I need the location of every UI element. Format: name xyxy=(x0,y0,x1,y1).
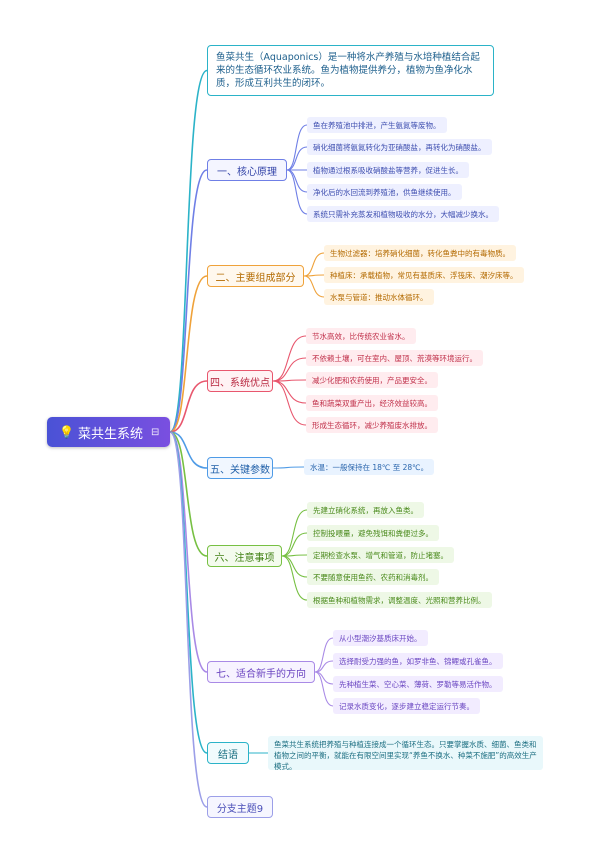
leaf-core-1[interactable]: 鱼在养殖池中排泄，产生氨氮等废物。 xyxy=(307,117,447,133)
connector-leaf-precautions-1 xyxy=(281,509,308,557)
connector-branch-topic-9 xyxy=(169,431,208,808)
leaf-beginner-2[interactable]: 选择耐受力强的鱼，如罗非鱼、锦鲤或孔雀鱼。 xyxy=(333,653,503,669)
connector-branch-advantages xyxy=(169,380,208,433)
connector-leaf-advantages-4 xyxy=(272,380,307,404)
connector-leaf-advantages-2 xyxy=(272,357,307,382)
branch-components[interactable]: 二、主要组成部分 xyxy=(207,265,304,287)
leaf-advantages-2[interactable]: 不依赖土壤，可在室内、屋顶、荒漠等环境运行。 xyxy=(306,350,483,366)
connector-leaf-beginner-1 xyxy=(314,637,334,673)
connector-branch-conclusion xyxy=(169,431,208,754)
leaf-precautions-2[interactable]: 控制投喂量，避免残饵和粪便过多。 xyxy=(307,525,439,541)
leaf-components-3[interactable]: 水泵与管道：推动水体循环。 xyxy=(324,289,434,305)
root-topic[interactable]: 💡 菜共生系统 ⊟ xyxy=(47,417,170,447)
note-icon[interactable]: ⊟ xyxy=(150,426,160,438)
connector-leaf-advantages-5 xyxy=(272,380,307,426)
leaf-advantages-5[interactable]: 形成生态循环，减少养殖废水排放。 xyxy=(306,417,438,433)
branch-advantages[interactable]: 四、系统优点 xyxy=(207,370,273,392)
leaf-parameters-1[interactable]: 水温：一般保持在 18℃ 至 28℃。 xyxy=(304,459,435,475)
branch-conclusion[interactable]: 结语 xyxy=(207,742,249,764)
connector-branch-components xyxy=(169,275,208,433)
leaf-conclusion-1[interactable]: 鱼菜共生系统把养殖与种植连接成一个循环生态。只要掌握水质、细菌、鱼类和植物之间的… xyxy=(268,736,543,771)
connector-branch-beginner-directions xyxy=(169,431,208,673)
leaf-core-3[interactable]: 植物通过根系吸收硝酸盐等营养，促进生长。 xyxy=(307,162,469,178)
connector-leaf-core-1 xyxy=(286,124,308,171)
branch-core-principles[interactable]: 一、核心原理 xyxy=(207,159,287,181)
leaf-core-4[interactable]: 净化后的水回流到养殖池，供鱼继续使用。 xyxy=(307,184,462,200)
connector-branch-key-parameters xyxy=(169,431,208,469)
branch-topic-9[interactable]: 分支主题9 xyxy=(207,796,273,818)
leaf-components-1[interactable]: 生物过滤器：培养硝化细菌，转化鱼粪中的有毒物质。 xyxy=(324,245,516,261)
leaf-advantages-4[interactable]: 鱼和蔬菜双重产出，经济效益较高。 xyxy=(306,395,438,411)
branch-key-parameters[interactable]: 五、关键参数 xyxy=(207,457,273,479)
connector-leaf-parameters-1 xyxy=(272,466,305,469)
branch-precautions[interactable]: 六、注意事项 xyxy=(207,545,282,567)
intro-topic[interactable]: 鱼菜共生（Aquaponics）是一种将水产养殖与水培种植结合起来的生态循环农业… xyxy=(207,45,494,96)
connector-branch-precautions xyxy=(169,431,208,557)
leaf-core-5[interactable]: 系统只需补充蒸发和植物吸收的水分，大幅减少换水。 xyxy=(307,206,499,222)
leaf-advantages-3[interactable]: 减少化肥和农药使用，产品更安全。 xyxy=(306,372,438,388)
connector-leaf-precautions-5 xyxy=(281,555,308,601)
leaf-precautions-5[interactable]: 根据鱼种和植物需求，调整温度、光照和营养比例。 xyxy=(307,592,492,608)
leaf-precautions-4[interactable]: 不要随意使用鱼药、农药和消毒剂。 xyxy=(307,569,439,585)
root-title: 菜共生系统 xyxy=(77,426,143,442)
lightbulb-icon: 💡 xyxy=(59,425,74,439)
connector-leaf-components-3 xyxy=(303,275,325,298)
leaf-precautions-3[interactable]: 定期检查水泵、增气和管道，防止堵塞。 xyxy=(307,547,454,563)
connector-leaf-components-1 xyxy=(303,252,325,277)
leaf-precautions-1[interactable]: 先建立硝化系统，再放入鱼类。 xyxy=(307,502,424,518)
connector-leaf-beginner-4 xyxy=(314,671,334,707)
leaf-advantages-1[interactable]: 节水高效，比传统农业省水。 xyxy=(306,328,416,344)
connector-leaf-precautions-2 xyxy=(281,532,308,557)
connector-leaf-core-5 xyxy=(286,169,308,215)
connector-intro-topic xyxy=(169,69,208,433)
connector-leaf-core-2 xyxy=(286,146,308,171)
connector-leaf-precautions-4 xyxy=(281,555,308,578)
connector-leaf-core-4 xyxy=(286,169,308,193)
leaf-beginner-1[interactable]: 从小型潮汐基质床开始。 xyxy=(333,630,428,646)
branch-beginner-directions[interactable]: 七、适合新手的方向 xyxy=(207,661,315,683)
leaf-beginner-4[interactable]: 记录水质变化，逐步建立稳定运行节奏。 xyxy=(333,698,480,714)
leaf-core-2[interactable]: 硝化细菌将氨氮转化为亚硝酸盐，再转化为硝酸盐。 xyxy=(307,139,492,155)
leaf-components-2[interactable]: 种植床：承载植物，常见有基质床、浮筏床、潮汐床等。 xyxy=(324,267,524,283)
connector-branch-core-principles xyxy=(169,169,208,433)
leaf-beginner-3[interactable]: 先种植生菜、空心菜、薄荷、罗勒等易活作物。 xyxy=(333,676,503,692)
connector-leaf-advantages-1 xyxy=(272,335,307,382)
